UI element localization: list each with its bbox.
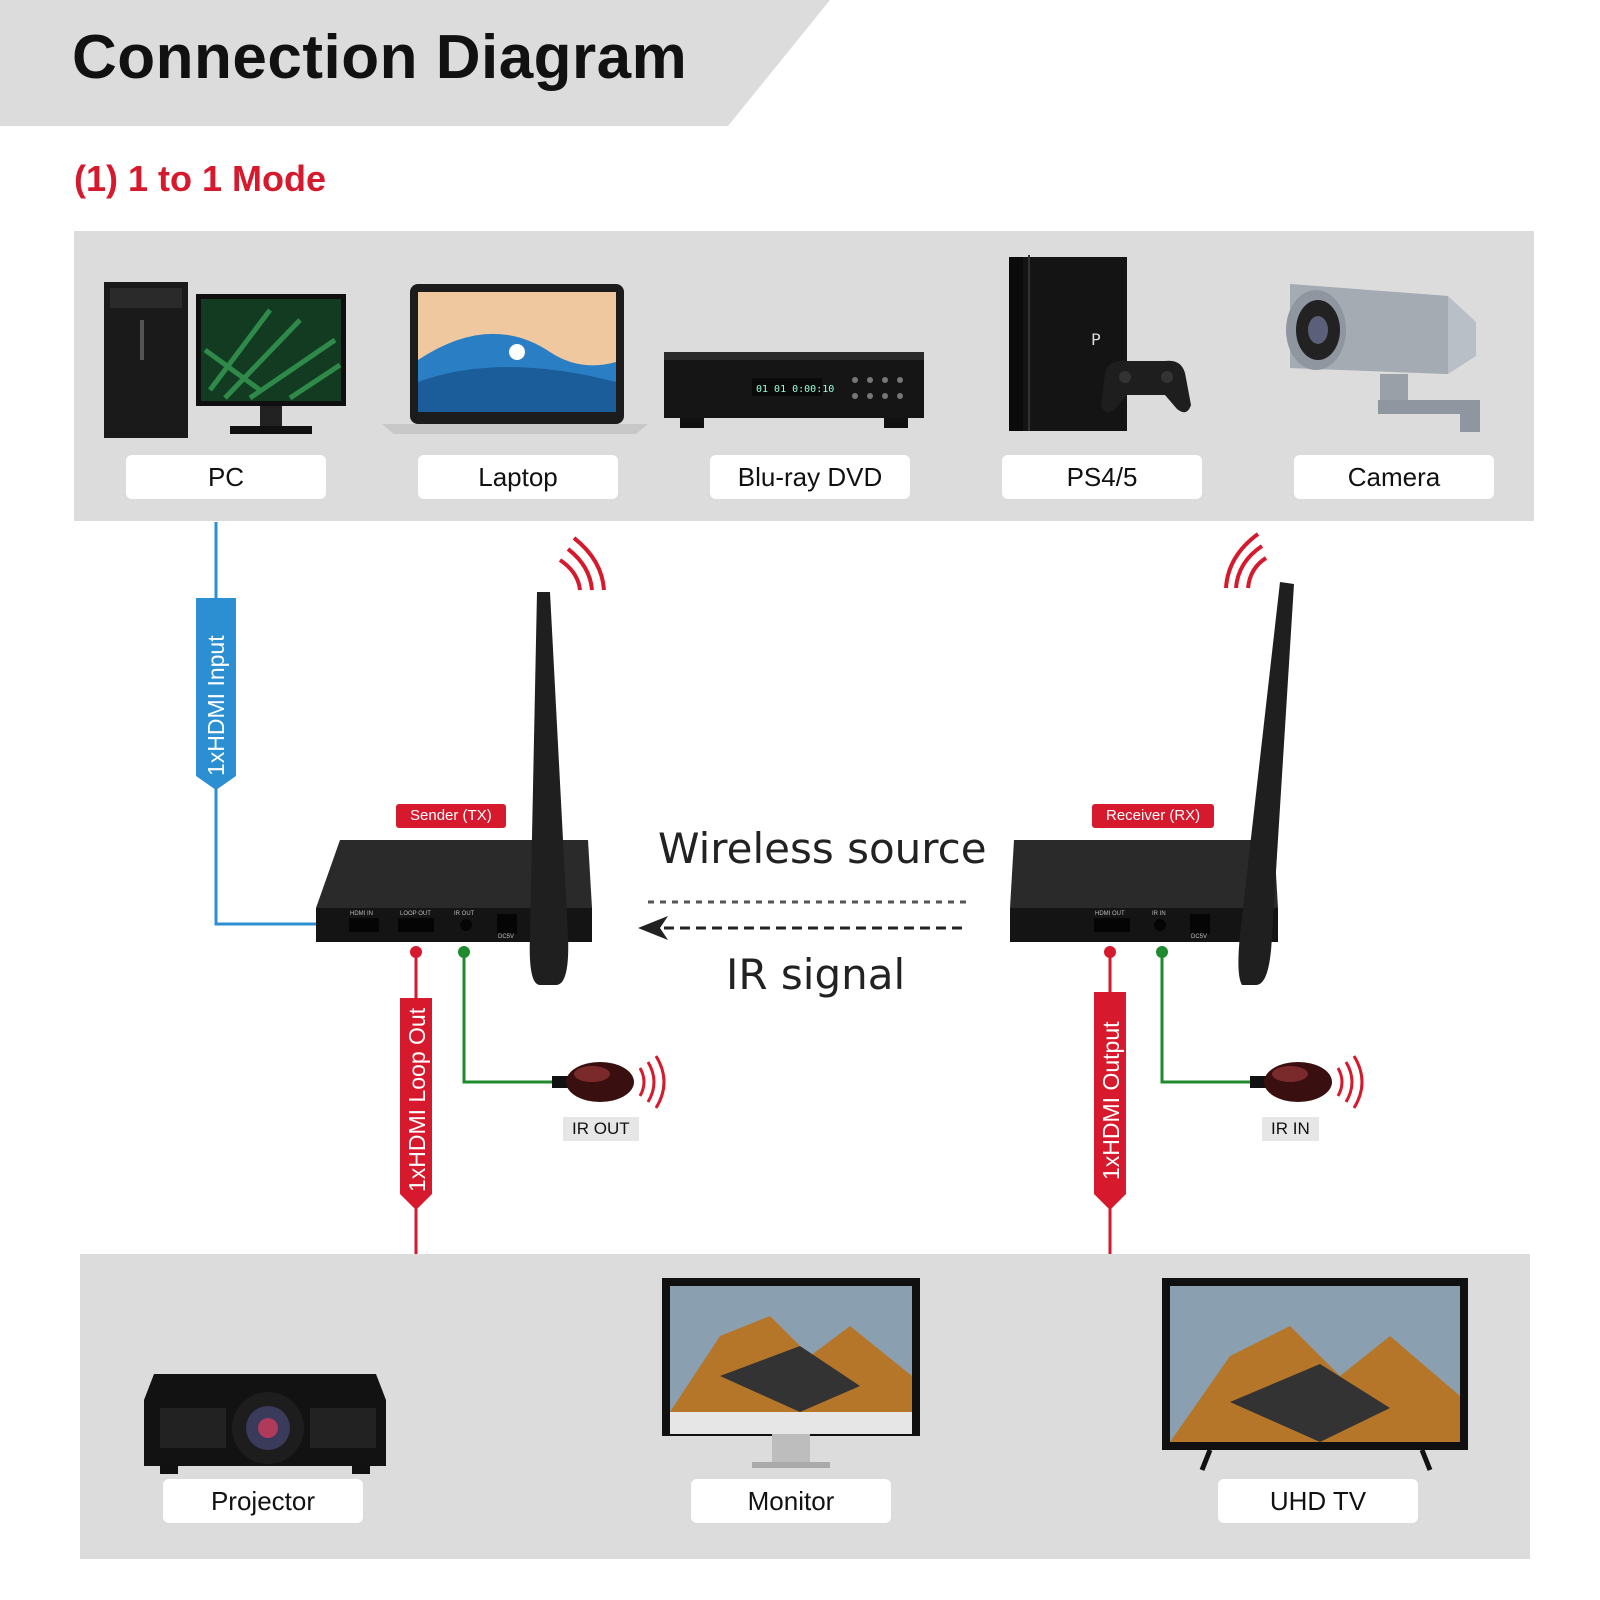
source-label-pc: PC bbox=[126, 455, 326, 499]
port-dc-rx: DC5V bbox=[1191, 934, 1208, 940]
tv-icon bbox=[1162, 1278, 1468, 1471]
svg-text:P: P bbox=[1091, 330, 1101, 349]
bluray-player-icon: 01 01 0:00:10 bbox=[664, 352, 924, 428]
port-ir-in: IR IN bbox=[1152, 911, 1166, 917]
ir-signal-label: IR signal bbox=[726, 950, 906, 999]
source-label-laptop: Laptop bbox=[418, 455, 618, 499]
port-dc-tx: DC5V bbox=[498, 934, 515, 940]
page-title: Connection Diagram bbox=[72, 23, 688, 92]
receiver-unit bbox=[1010, 840, 1278, 942]
port-hdmi-out: HDMI OUT bbox=[1095, 911, 1125, 917]
source-label-bluray: Blu-ray DVD bbox=[710, 455, 910, 499]
cctv-camera-icon bbox=[1286, 284, 1480, 432]
wireless-source-label: Wireless source bbox=[658, 824, 987, 873]
port-ir-out: IR OUT bbox=[454, 911, 475, 917]
svg-text:01 01 0:00:10: 01 01 0:00:10 bbox=[756, 384, 834, 395]
source-label-camera: Camera bbox=[1294, 455, 1494, 499]
game-console-icon: P bbox=[1009, 255, 1191, 431]
hdmi-input-label: 1xHDMI Input bbox=[203, 635, 229, 776]
source-label-ps4: PS4/5 bbox=[1002, 455, 1202, 499]
hdmi-loop-out-label: 1xHDMI Loop Out bbox=[404, 1007, 430, 1192]
display-label-monitor: Monitor bbox=[691, 1479, 891, 1523]
display-label-tv: UHD TV bbox=[1218, 1479, 1418, 1523]
display-label-projector: Projector bbox=[163, 1479, 363, 1523]
header-band bbox=[0, 0, 830, 126]
pc-icon bbox=[104, 282, 346, 438]
projector-icon bbox=[144, 1374, 386, 1474]
receiver-tag: Receiver (RX) bbox=[1092, 804, 1215, 828]
hdmi-output-label: 1xHDMI Output bbox=[1098, 1021, 1124, 1181]
port-loop-out: LOOP OUT bbox=[400, 911, 431, 917]
laptop-icon bbox=[382, 284, 648, 434]
monitor-icon bbox=[662, 1278, 920, 1468]
ir-in-tag: IR IN bbox=[1262, 1117, 1319, 1141]
ir-out-tag: IR OUT bbox=[563, 1117, 639, 1141]
port-hdmi-in: HDMI IN bbox=[350, 911, 373, 917]
mode-subtitle: (1) 1 to 1 Mode bbox=[74, 158, 327, 199]
sender-tag: Sender (TX) bbox=[396, 804, 506, 828]
